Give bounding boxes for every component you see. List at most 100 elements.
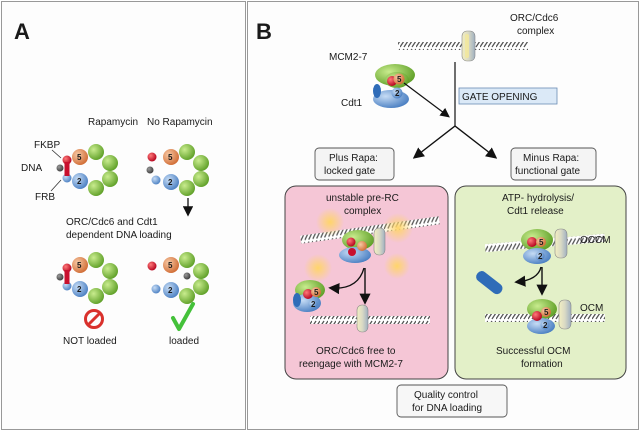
frb-domain (151, 175, 161, 185)
ocm-complex: 5 2 (527, 299, 572, 334)
mcm2-number: 2 (168, 178, 173, 187)
fkbp-domain (147, 152, 157, 162)
dna-bead (56, 164, 64, 172)
minus-rapa-line2: functional gate (515, 166, 580, 177)
unstable-line1: unstable pre-RC (326, 193, 399, 204)
mcm-subunit (88, 252, 104, 268)
svg-text:5: 5 (397, 75, 402, 84)
mcm-ring-rapa-bottom: 5 2 (56, 252, 118, 304)
unstable-line2: complex (344, 206, 381, 217)
mcm-ring-norapa-top: 5 2 (146, 144, 209, 196)
plus-rapa-line1: Plus Rapa: (329, 153, 378, 164)
mcm5-number: 5 (168, 261, 173, 270)
mcm-ring-rapa-top: 5 2 (56, 144, 118, 196)
mcm-subunit (102, 155, 118, 171)
mcm5-number: 5 (77, 261, 82, 270)
gate-opening-label: GATE OPENING (462, 92, 538, 103)
fkbp-frb-lock (64, 162, 70, 176)
panel-b-letter: B (256, 19, 272, 44)
mcm-label: MCM2-7 (329, 52, 368, 63)
mcm-subunit (179, 252, 195, 268)
svg-text:5: 5 (314, 288, 319, 297)
cdt1-label: Cdt1 (341, 98, 363, 109)
occm-label: OCCM (580, 235, 611, 246)
mcm5-number: 5 (77, 153, 82, 162)
loading-text-line2: dependent DNA loading (66, 230, 172, 241)
dissociation-arrow (328, 267, 365, 295)
mcm-ring-norapa-bottom: 5 2 (147, 252, 209, 304)
frb-pointer (50, 179, 62, 192)
mcm2-subunit (163, 174, 179, 190)
mcm-subunit (102, 171, 118, 187)
frb-domain (151, 284, 161, 294)
dna-strand-free (310, 316, 430, 324)
label-fkbp: FKBP (34, 140, 60, 151)
fkbp-frb-lock (64, 270, 70, 284)
free-line1: ORC/Cdc6 free to (316, 346, 396, 357)
dna-bead (56, 273, 64, 281)
mcm-subunit (88, 180, 104, 196)
cdt1-release-arrow (514, 266, 542, 287)
mcm-subunit (193, 155, 209, 171)
label-frb: FRB (35, 192, 55, 203)
branch-arrow-right (454, 125, 498, 159)
mcm-subunit (179, 180, 195, 196)
mcm5-number: 5 (168, 153, 173, 162)
mcm-subunit (179, 288, 195, 304)
mcm5-subunit (72, 149, 88, 165)
mcm5-subunit (163, 149, 179, 165)
result-not-loaded: NOT loaded (63, 336, 117, 347)
minus-rapa-line1: Minus Rapa: (523, 153, 579, 164)
success-line1: Successful OCM (496, 346, 570, 357)
svg-text:5: 5 (544, 308, 549, 317)
svg-text:5: 5 (539, 238, 544, 247)
quality-control-box (396, 384, 508, 418)
instability-glow (304, 208, 413, 282)
branch-arrow-left (412, 125, 456, 159)
mcm2-subunit (72, 281, 88, 297)
orc-label-line2: complex (517, 26, 554, 37)
mcm2-number: 2 (77, 285, 82, 294)
svg-text:2: 2 (395, 89, 400, 98)
loading-text-line1: ORC/Cdc6 and Cdt1 (66, 217, 158, 228)
label-no-rapamycin: No Rapamycin (147, 117, 213, 128)
gate-opening-box (458, 87, 558, 105)
dna-bead (183, 272, 191, 280)
label-rapamycin: Rapamycin (88, 117, 138, 128)
result-loaded: loaded (169, 336, 199, 347)
dna-bead (146, 166, 154, 174)
mcm-subunit (179, 144, 195, 160)
mcm2-subunit (72, 173, 88, 189)
minus-rapa-box (510, 147, 597, 181)
free-line2: reengage with MCM2-7 (299, 359, 403, 370)
released-mcm-complex: 5 2 (293, 280, 325, 312)
mcm2-number: 2 (168, 286, 173, 295)
mcm-subunit (193, 279, 209, 295)
qc-line1: Quality control (414, 390, 478, 401)
plus-rapa-box (314, 147, 395, 181)
unstable-prerc-complex (339, 227, 386, 263)
fkbp-pointer (51, 149, 62, 159)
success-line2: formation (521, 359, 563, 370)
mcm-subunit (102, 279, 118, 295)
mcm-approach-arrow (403, 82, 450, 118)
svg-text:2: 2 (311, 300, 316, 309)
fkbp-domain (147, 261, 157, 271)
panel-a-letter: A (14, 19, 30, 44)
mcm5-subunit (163, 257, 179, 273)
mcm2-number: 2 (77, 177, 82, 186)
orc-cdc6-free (356, 304, 369, 333)
mcm-subunit (88, 144, 104, 160)
mcm5-subunit (72, 257, 88, 273)
mcm-complex-open: 5 2 (373, 64, 415, 108)
check-icon (171, 302, 195, 331)
svg-text:2: 2 (543, 321, 548, 330)
mcm-subunit (193, 171, 209, 187)
no-symbol-icon (84, 309, 104, 329)
plus-rapa-line2: locked gate (324, 166, 376, 177)
released-cdt1 (476, 271, 503, 295)
atp-line2: Cdt1 release (507, 206, 564, 217)
svg-text:2: 2 (538, 252, 543, 261)
label-dna: DNA (21, 163, 42, 174)
